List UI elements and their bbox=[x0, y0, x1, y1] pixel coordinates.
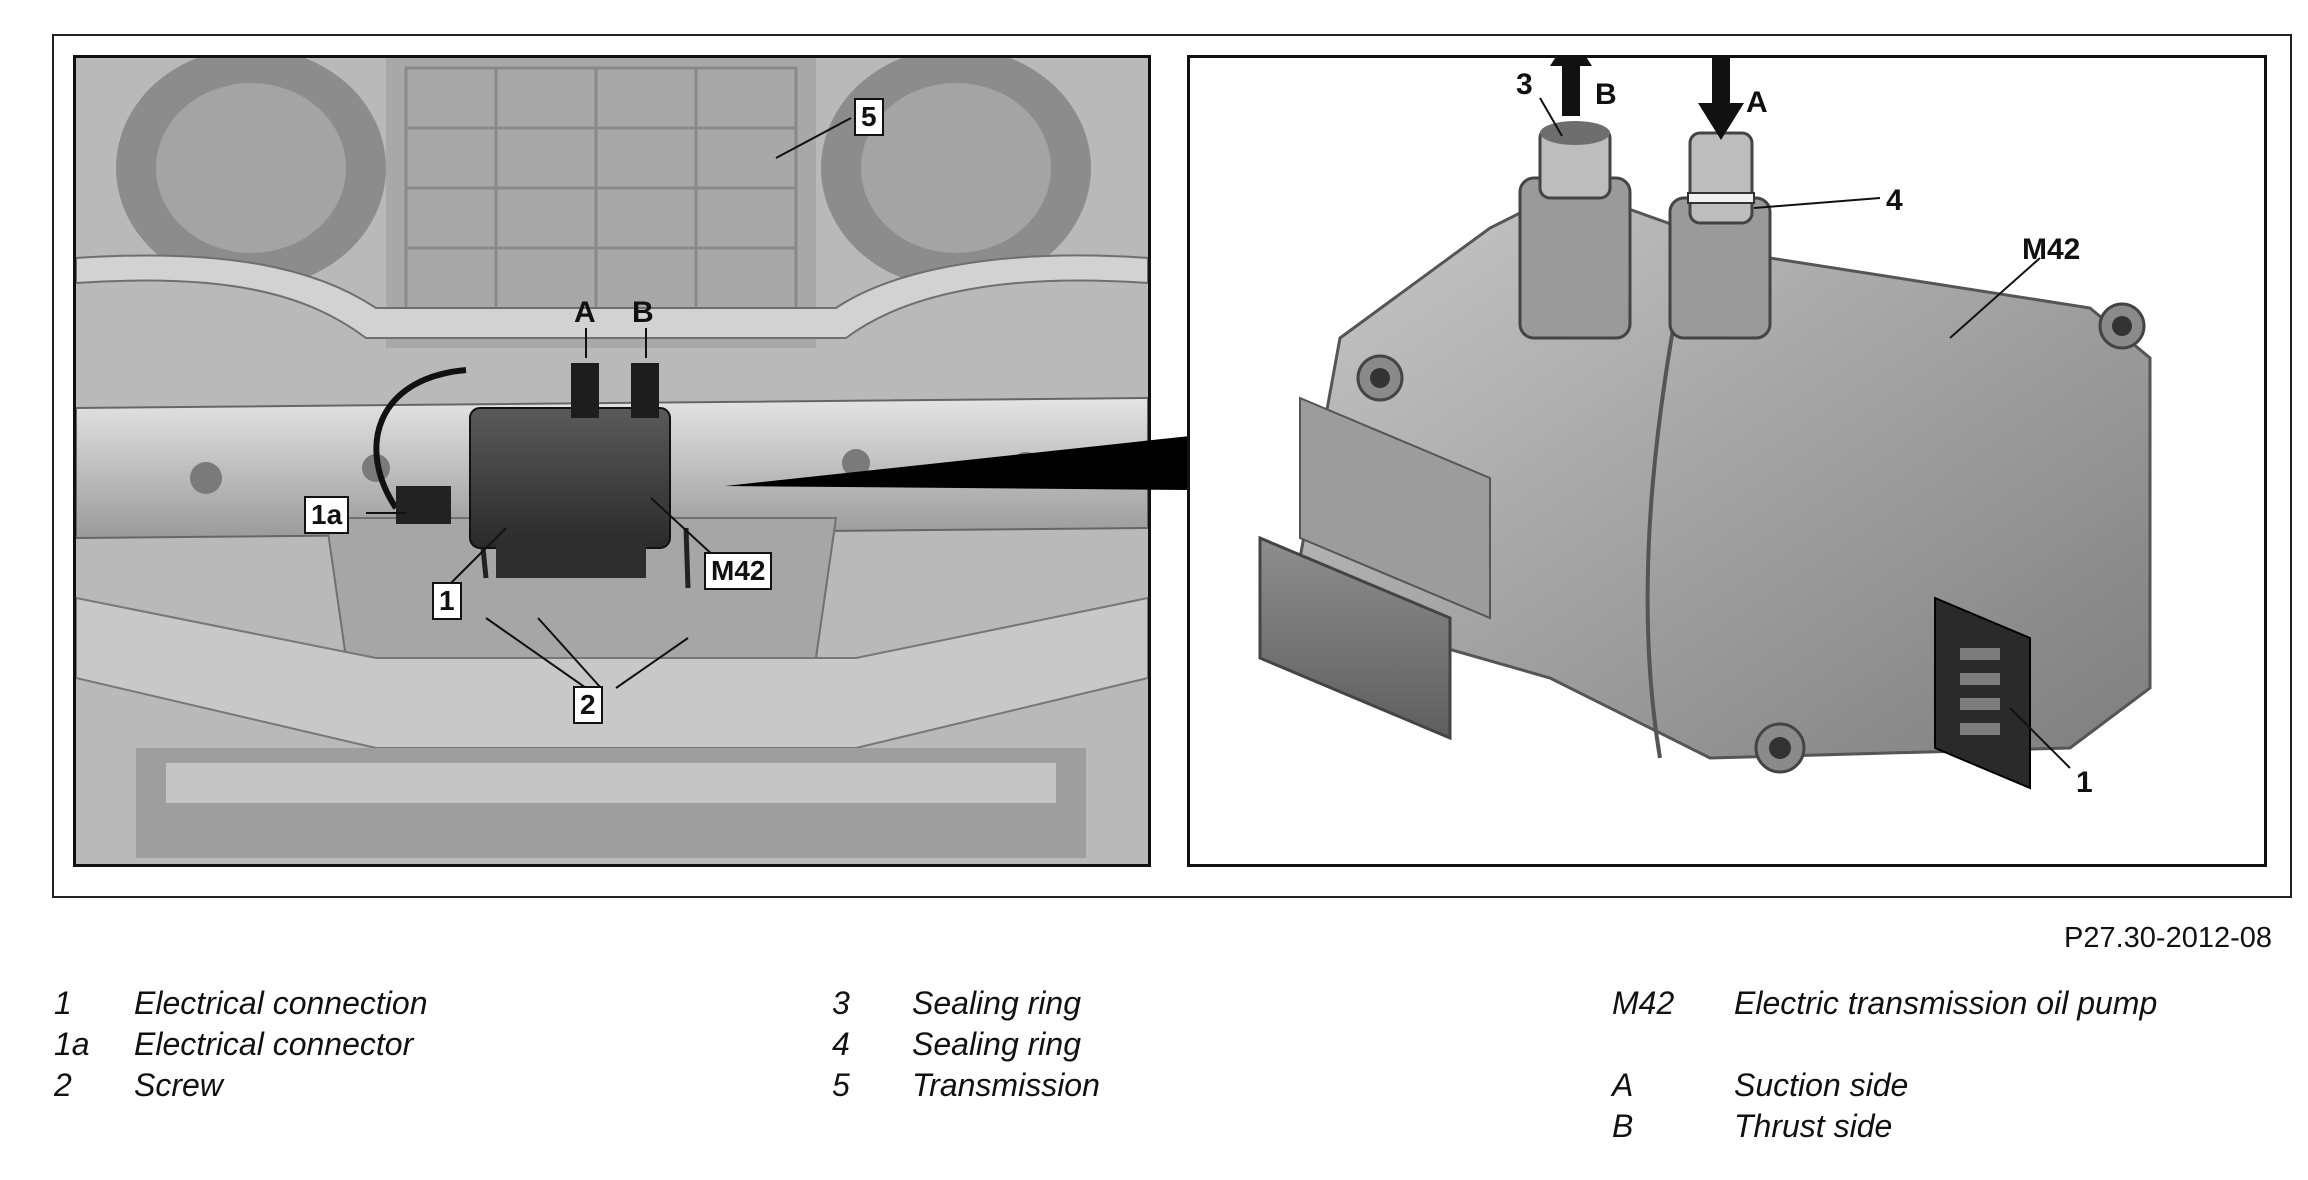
legend-item: 4 Sealing ring bbox=[832, 1024, 1100, 1065]
legend-key: 3 bbox=[832, 985, 850, 1021]
legend-item: 2 Screw bbox=[54, 1065, 427, 1106]
legend-text: Sealing ring bbox=[912, 1026, 1081, 1062]
legend-key: 5 bbox=[832, 1067, 850, 1103]
callout-B: B bbox=[632, 296, 654, 329]
legend-text: Suction side bbox=[1734, 1067, 1909, 1103]
legend-text: Electrical connector bbox=[134, 1026, 414, 1062]
legend-key: 2 bbox=[54, 1067, 72, 1103]
callout-3: 3 bbox=[1516, 68, 1533, 101]
legend-key: A bbox=[1612, 1067, 1634, 1103]
legend-column-1: 1 Electrical connection 1a Electrical co… bbox=[54, 983, 427, 1106]
callout-M42: M42 bbox=[704, 552, 773, 590]
legend-key: 1a bbox=[54, 1026, 90, 1062]
detail-pointer-wedge bbox=[725, 436, 1190, 490]
legend-item: M42 Electric transmission oil pump bbox=[1612, 983, 2157, 1024]
legend-key: 1 bbox=[54, 985, 72, 1021]
legend-column-2: 3 Sealing ring 4 Sealing ring 5 Transmis… bbox=[832, 983, 1100, 1106]
callout-5: 5 bbox=[854, 98, 884, 136]
legend-key: B bbox=[1612, 1108, 1634, 1144]
legend-key bbox=[1612, 1024, 1734, 1065]
legend-spacer bbox=[1612, 1024, 2157, 1065]
oil-pump-illustration bbox=[1258, 58, 2152, 790]
figure-reference: P27.30-2012-08 bbox=[2064, 922, 2272, 954]
legend-item: 1a Electrical connector bbox=[54, 1024, 427, 1065]
legend-item: B Thrust side bbox=[1612, 1106, 2157, 1147]
callout-2: 2 bbox=[573, 686, 603, 724]
legend-text: Thrust side bbox=[1734, 1108, 1893, 1144]
legend-text: Screw bbox=[134, 1067, 223, 1103]
legend-item: A Suction side bbox=[1612, 1065, 2157, 1106]
legend-key: 4 bbox=[832, 1026, 850, 1062]
callout-A: A bbox=[574, 296, 596, 329]
legend-text: Sealing ring bbox=[912, 985, 1081, 1021]
legend-key: M42 bbox=[1612, 985, 1675, 1021]
legend-text: Electric transmission oil pump bbox=[1734, 985, 2158, 1021]
legend-column-3: M42 Electric transmission oil pump A Suc… bbox=[1612, 983, 2157, 1147]
pump-detail-view: 3 B A 4 M42 1 bbox=[1187, 55, 2267, 867]
callout-M42-detail: M42 bbox=[2022, 233, 2081, 266]
legend-text: Transmission bbox=[912, 1067, 1100, 1103]
callout-1: 1 bbox=[432, 582, 462, 620]
callout-4: 4 bbox=[1886, 184, 1903, 217]
callout-1a: 1a bbox=[304, 496, 350, 534]
callout-A-suction: A bbox=[1746, 86, 1768, 119]
legend-item: 5 Transmission bbox=[832, 1065, 1100, 1106]
callout-B-thrust: B bbox=[1595, 78, 1617, 111]
callout-1-detail: 1 bbox=[2076, 766, 2093, 799]
legend-item: 3 Sealing ring bbox=[832, 983, 1100, 1024]
legend-text: Electrical connection bbox=[134, 985, 428, 1021]
legend-item: 1 Electrical connection bbox=[54, 983, 427, 1024]
